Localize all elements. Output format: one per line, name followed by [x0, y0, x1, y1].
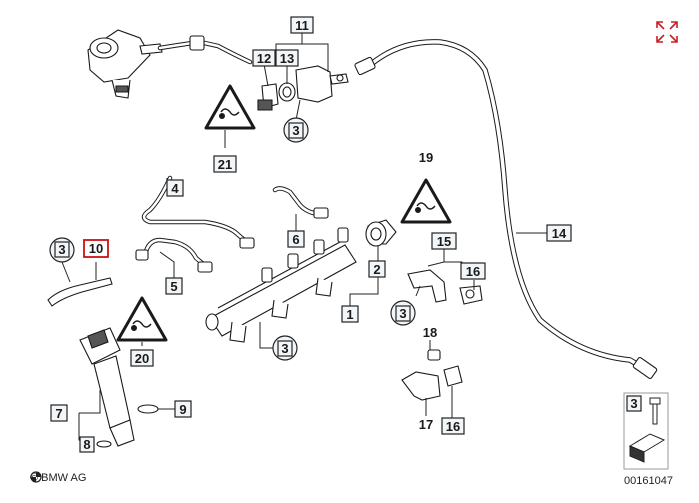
callout-3-left[interactable]: 3 [49, 237, 75, 263]
fuel-hose-drawing [354, 39, 658, 379]
svg-text:3: 3 [399, 306, 406, 321]
svg-text:12: 12 [257, 51, 271, 66]
callout-7[interactable]: 7 [50, 404, 68, 422]
svg-text:20: 20 [135, 351, 149, 366]
callout-21[interactable]: 21 [213, 155, 237, 173]
high-pressure-pump-drawing [87, 29, 163, 99]
callout-1[interactable]: 1 [341, 305, 359, 323]
callout-3-right[interactable]: 3 [390, 300, 416, 326]
svg-text:21: 21 [218, 157, 232, 172]
svg-text:16: 16 [466, 264, 480, 279]
callout-2[interactable]: 2 [368, 260, 386, 278]
callout-14[interactable]: 14 [546, 224, 572, 242]
bolt-icon [649, 397, 661, 425]
callout-4[interactable]: 4 [166, 179, 184, 197]
svg-text:14: 14 [552, 226, 567, 241]
injector-drawing [79, 327, 159, 448]
svg-text:16: 16 [446, 419, 460, 434]
fullscreen-icon[interactable] [653, 18, 681, 46]
bmw-logo [30, 471, 42, 483]
callout-17[interactable]: 17 [419, 417, 433, 432]
svg-text:18: 18 [423, 325, 437, 340]
copyright-text: © BMW AG [30, 472, 86, 484]
svg-text:6: 6 [292, 232, 299, 247]
svg-text:3: 3 [281, 341, 288, 356]
pressure-control-valve-drawing [257, 65, 349, 111]
arrow-direction-icon [628, 433, 666, 463]
callout-16-bottom[interactable]: 16 [441, 417, 465, 435]
warning-triangle-icon [204, 84, 256, 130]
callout-16-top[interactable]: 16 [460, 262, 486, 280]
fuel-rail-drawing [205, 227, 357, 343]
svg-text:5: 5 [170, 279, 177, 294]
warning-triangle-icon [400, 178, 452, 224]
callout-3-top[interactable]: 3 [283, 117, 309, 143]
svg-text:2: 2 [373, 262, 380, 277]
svg-text:9: 9 [179, 402, 186, 417]
callout-18[interactable]: 18 [423, 325, 437, 340]
callout-15[interactable]: 15 [431, 232, 457, 250]
callout-11[interactable]: 11 [290, 16, 314, 34]
rail-pressure-sensor-drawing [365, 219, 397, 247]
bracket-17-drawing [401, 349, 463, 401]
callout-12[interactable]: 12 [252, 49, 276, 67]
svg-text:7: 7 [55, 406, 62, 421]
svg-text:1: 1 [346, 307, 353, 322]
legend-box: 3 [623, 392, 669, 470]
svg-text:11: 11 [295, 18, 309, 33]
line-6-drawing [272, 186, 329, 219]
injection-lines-drawing [135, 175, 255, 273]
bracket-15-drawing [407, 269, 483, 305]
svg-text:4: 4 [171, 181, 179, 196]
callout-6[interactable]: 6 [287, 230, 305, 248]
feed-line-drawing [157, 35, 253, 65]
svg-text:19: 19 [419, 150, 433, 165]
callout-10-selected[interactable]: 10 [83, 239, 109, 258]
svg-text:3: 3 [630, 396, 637, 411]
callout-13[interactable]: 13 [275, 49, 299, 67]
svg-text:3: 3 [58, 242, 65, 257]
svg-text:8: 8 [83, 437, 90, 452]
svg-text:15: 15 [437, 234, 451, 249]
svg-text:10: 10 [89, 241, 103, 256]
svg-text:3: 3 [292, 123, 299, 138]
callout-9[interactable]: 9 [174, 400, 192, 418]
warning-triangle-icon [116, 296, 168, 342]
callout-8[interactable]: 8 [79, 436, 95, 453]
diagram-number: 00161047 [624, 475, 673, 487]
callout-19[interactable]: 19 [419, 150, 433, 165]
seal-10-drawing [47, 277, 113, 307]
callout-5[interactable]: 5 [165, 277, 183, 295]
svg-text:17: 17 [419, 417, 433, 432]
svg-text:13: 13 [280, 51, 294, 66]
callout-20[interactable]: 20 [130, 349, 154, 367]
callout-3-middle[interactable]: 3 [272, 335, 298, 361]
